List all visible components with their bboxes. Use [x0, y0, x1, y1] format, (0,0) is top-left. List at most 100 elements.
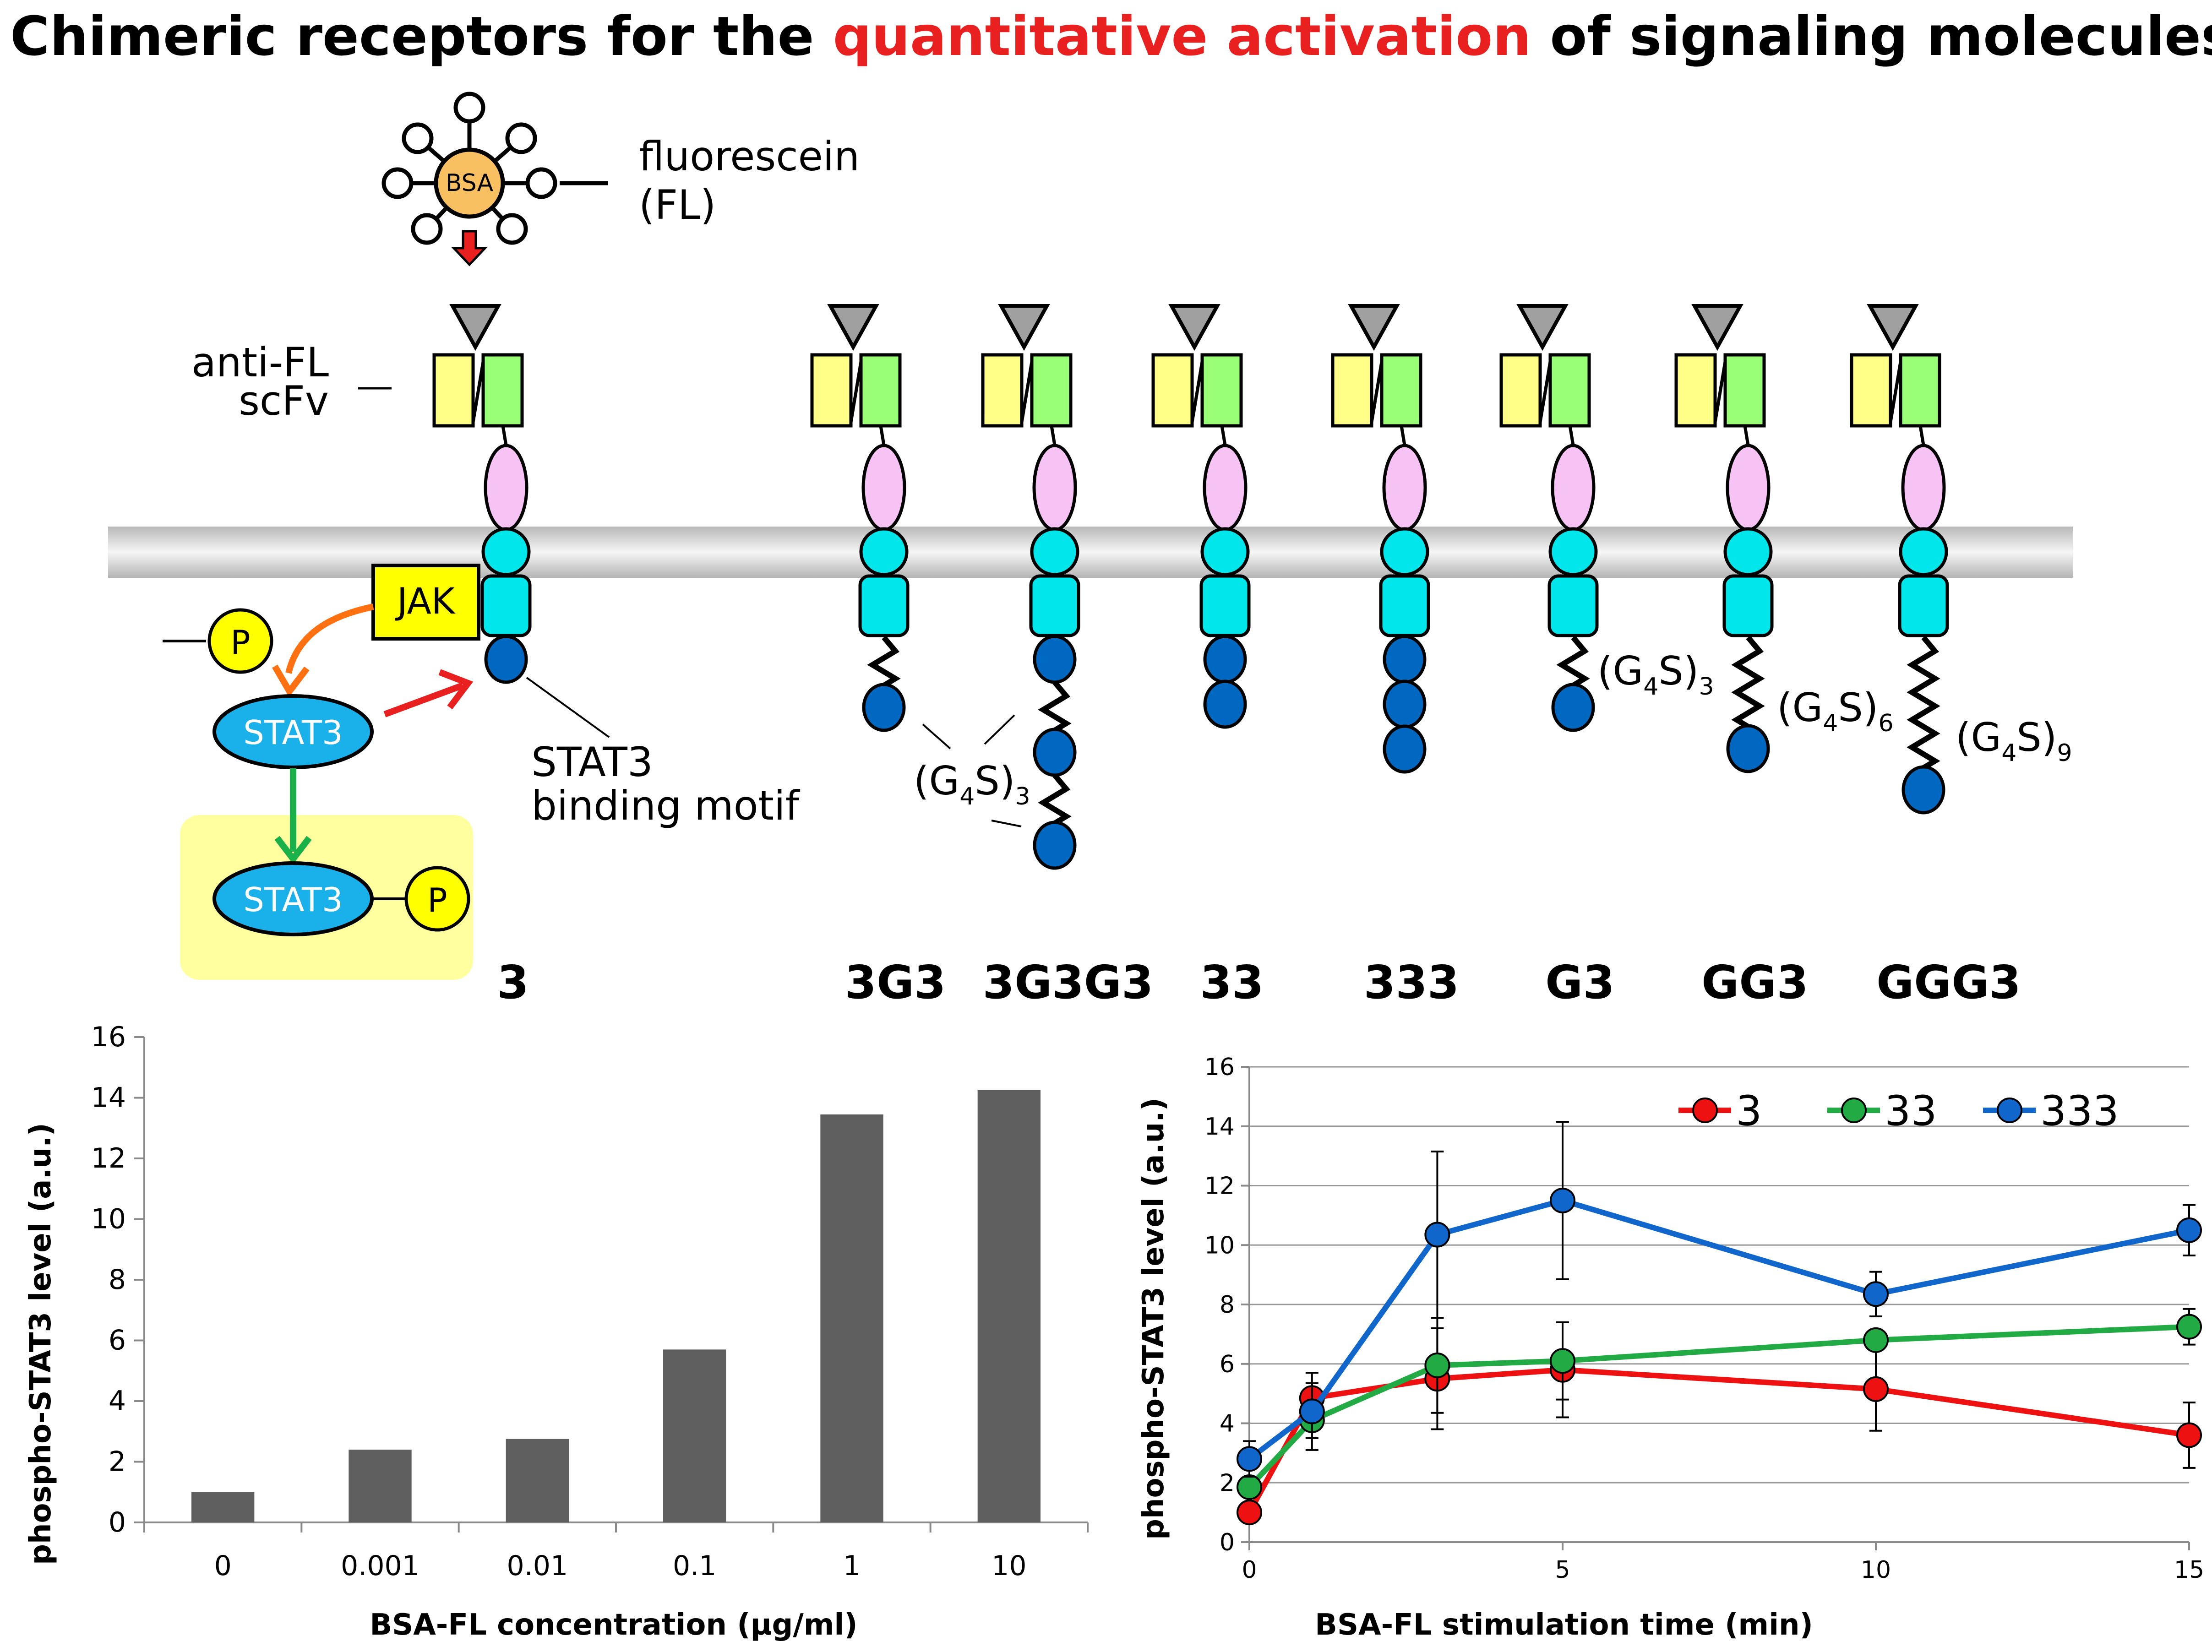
scfv-vh — [1723, 353, 1766, 428]
title-highlight: quantitative activation — [833, 5, 1531, 68]
construct-label-333: 333 — [1364, 956, 1460, 1009]
linker-label-ggg3: (G4S)9 — [1956, 715, 2072, 767]
linker-label-g3: (G4S)3 — [1597, 648, 1714, 701]
extracellular-domain — [484, 444, 528, 532]
jak-box — [371, 564, 480, 641]
scfv-label-line1: anti-FL — [191, 339, 329, 386]
linker-label-gg3: (G4S)6 — [1777, 685, 1894, 737]
intracellular-domain — [1199, 574, 1251, 637]
data-point — [1424, 1352, 1450, 1378]
data-point — [1550, 1348, 1575, 1374]
fl-antigen-icon — [998, 304, 1050, 351]
scfv-vl — [1499, 353, 1542, 428]
stat3-unphosphorylated — [212, 694, 374, 769]
transmembrane-domain — [1899, 527, 1948, 576]
bar-category-label: 0.01 — [507, 1550, 568, 1582]
line-ytick-label: 0 — [1220, 1529, 1235, 1556]
data-point — [2176, 1314, 2202, 1340]
receptor-333 — [1331, 304, 1430, 774]
scfv-vl — [1331, 353, 1373, 428]
phosphate-free — [207, 608, 273, 674]
svg-text:STAT3: STAT3 — [243, 880, 343, 919]
receptor-group — [432, 304, 1949, 870]
bar-ytick-label: 2 — [109, 1446, 126, 1478]
g4s-linker — [1038, 773, 1072, 826]
fl-antigen-icon — [1168, 304, 1220, 351]
motif-label-line1: STAT3 — [531, 739, 653, 786]
legend-label: 3 — [1736, 1087, 1762, 1135]
line-ytick-label: 4 — [1220, 1410, 1235, 1438]
construct-label-3g3g3: 3G3G3 — [983, 956, 1154, 1009]
construct-label-3g3: 3G3 — [844, 956, 946, 1009]
legend-label: 333 — [2040, 1087, 2119, 1135]
data-point — [1237, 1500, 1262, 1526]
line-ytick-label: 12 — [1204, 1173, 1235, 1200]
g4s-linker — [1907, 636, 1940, 771]
motif-label-line2: binding motif — [531, 782, 801, 829]
scfv-label-line2: scFv — [239, 377, 329, 424]
bar-10 — [977, 1090, 1041, 1522]
data-point — [1237, 1474, 1262, 1500]
receptor-GG3 — [1674, 304, 1774, 773]
svg-text:STAT3: STAT3 — [243, 713, 343, 752]
fl-antigen-icon — [1348, 304, 1400, 351]
scfv-vh — [1030, 353, 1073, 428]
line-ytick-label: 8 — [1220, 1291, 1235, 1319]
transmembrane-domain — [859, 527, 909, 576]
extracellular-domain — [1032, 444, 1077, 532]
data-point — [1550, 1187, 1575, 1213]
data-point — [1237, 1446, 1262, 1472]
construct-label-gg3: GG3 — [1701, 956, 1809, 1009]
intracellular-domain — [858, 574, 910, 637]
fluorescein-label: fluorescein — [639, 133, 860, 180]
stat3-binding-motif — [1203, 635, 1247, 684]
construct-label-ggg3: GGG3 — [1876, 956, 2021, 1009]
bar-0.01 — [506, 1439, 569, 1522]
fluorescein-dot — [411, 213, 443, 245]
intracellular-domain — [480, 574, 532, 637]
bar-0.001 — [349, 1450, 412, 1522]
intracellular-domain — [1547, 574, 1599, 637]
transmembrane-domain — [1030, 527, 1079, 576]
scfv-vh — [859, 353, 902, 428]
construct-label-33: 33 — [1200, 956, 1264, 1009]
bar-0 — [191, 1492, 255, 1522]
fluorescein-dot — [505, 122, 537, 154]
legend-marker — [1692, 1098, 1718, 1123]
data-point — [1863, 1376, 1889, 1402]
jak-to-stat3-arrow — [285, 603, 374, 674]
transmembrane-domain — [481, 527, 531, 576]
line-ytick-label: 6 — [1220, 1351, 1235, 1378]
line-xtick-label: 10 — [1861, 1556, 1891, 1584]
receptor-GGG3 — [1850, 304, 1949, 815]
g4s-linker — [1731, 636, 1765, 729]
line-xtick-label: 15 — [2174, 1556, 2204, 1584]
bar-chart-xlabel: BSA-FL concentration (µg/ml) — [370, 1608, 857, 1642]
extracellular-domain — [1726, 444, 1771, 532]
stat3-binding-motif — [1033, 821, 1077, 870]
fluorescein-dot — [453, 92, 485, 124]
data-point — [2176, 1422, 2202, 1448]
stat3-binding-motif — [1901, 765, 1945, 815]
extracellular-domain — [1203, 444, 1248, 532]
receptor-G3 — [1499, 304, 1599, 732]
page-title: Chimeric receptors for the quantitative … — [10, 5, 2212, 68]
fl-antigen-icon — [449, 304, 501, 351]
bar-ytick-label: 0 — [109, 1506, 126, 1538]
linker-labels: (G4S)3 (G4S)3 (G4S)6 (G4S)9 — [914, 648, 2072, 827]
receptor-3 — [432, 304, 532, 684]
scfv-vh — [1200, 353, 1243, 428]
fl-antigen-icon — [1691, 304, 1743, 351]
legend-marker — [1997, 1098, 2022, 1123]
scfv-vh — [481, 353, 524, 428]
bar-category-label: 0.1 — [673, 1550, 716, 1582]
bar-ytick-label: 8 — [109, 1264, 126, 1296]
g4s-linker — [1556, 636, 1590, 688]
scfv-vh — [1548, 353, 1591, 428]
linker-label-3g3: (G4S)3 — [914, 758, 1030, 810]
stat3-binding-motif — [1383, 679, 1427, 729]
scfv-vl — [1151, 353, 1194, 428]
fluorescein-dot — [381, 167, 414, 199]
scfv-vh — [1899, 353, 1941, 428]
g4s-linker — [1038, 680, 1072, 733]
